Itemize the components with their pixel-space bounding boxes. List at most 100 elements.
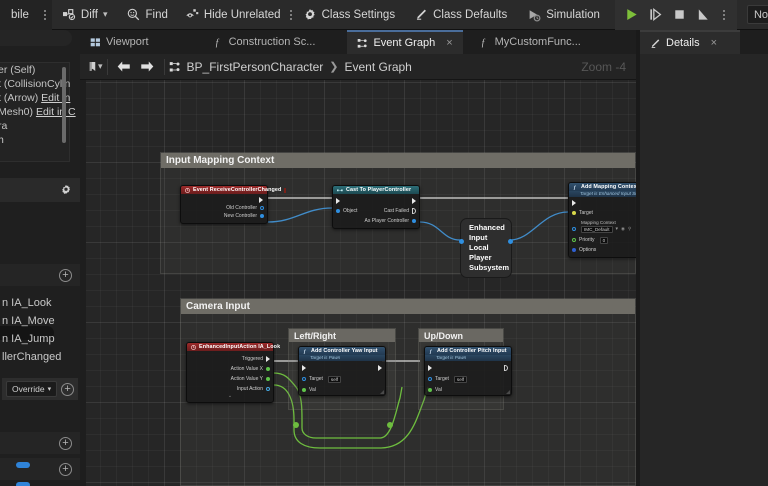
breadcrumb-leaf[interactable]: Event Graph — [344, 60, 411, 74]
pin-action-value-x[interactable]: Action Value X — [190, 365, 270, 373]
hide-unrelated-kebab-icon[interactable] — [290, 0, 292, 30]
pin-input-action[interactable]: Input Action — [190, 385, 270, 393]
back-button[interactable] — [112, 54, 136, 80]
pin-cast-failed[interactable]: Cast Failed — [384, 207, 416, 215]
find-button[interactable]: Find — [118, 0, 176, 30]
plus-circle-icon[interactable]: + — [59, 463, 72, 476]
exec-pin-in-icon[interactable] — [302, 365, 306, 371]
simulation-button[interactable]: Simulation — [518, 0, 609, 30]
node-event-receive-controller-changed[interactable]: Event ReceiveControllerChanged Old Contr… — [180, 185, 268, 224]
pin-action-value-y[interactable]: Action Value Y — [190, 375, 270, 383]
forward-button[interactable] — [136, 54, 160, 80]
search-icon[interactable]: ⚲ — [628, 226, 631, 232]
object-pin-icon — [336, 209, 340, 213]
priority-value[interactable]: 0 — [600, 237, 609, 244]
mapping-context-value[interactable]: IMC_Default — [581, 226, 613, 233]
exec-pin-in-icon[interactable] — [336, 198, 340, 204]
pin-target[interactable]: Target self — [302, 375, 382, 383]
tab-my-custom-function[interactable]: f MyCustomFunc... — [469, 30, 591, 54]
node-expander-icon[interactable]: ⌄ — [190, 393, 270, 399]
class-defaults-button[interactable]: Class Defaults — [406, 0, 516, 30]
exec-pin-out-icon[interactable] — [412, 198, 416, 204]
stop-button[interactable] — [669, 4, 691, 26]
pin-triggered[interactable]: Triggered — [190, 355, 270, 363]
breadcrumb-root[interactable]: BP_FirstPersonCharacter — [187, 60, 324, 74]
gear-icon[interactable] — [60, 184, 72, 196]
node-enhanced-input-local-player-subsystem[interactable]: Enhanced Input Local Player Subsystem — [460, 218, 512, 278]
node-resize-handle[interactable] — [506, 390, 510, 394]
tree-row[interactable]: Mesh0) Edit in C — [0, 105, 69, 119]
tab-details-close-icon[interactable]: × — [711, 37, 717, 49]
pin-label: Target — [309, 376, 323, 382]
variable-pill[interactable] — [16, 462, 30, 468]
event-list-item[interactable]: n IA_Look — [0, 294, 80, 312]
left-panel-rounded-field[interactable] — [0, 30, 72, 46]
pin-val[interactable]: Val — [302, 386, 382, 394]
add-variable-row[interactable]: + — [0, 432, 80, 454]
play-button[interactable] — [621, 4, 643, 26]
pin-exec-in[interactable] — [572, 199, 636, 207]
hide-unrelated-button[interactable]: Hide Unrelated — [177, 0, 290, 30]
tab-event-graph[interactable]: Event Graph × — [347, 30, 462, 54]
tree-row[interactable]: t (CollisionCylin — [0, 77, 69, 91]
pin-val[interactable]: Val — [428, 386, 508, 394]
node-add-controller-yaw-input[interactable]: f Add Controller Yaw Input Target is Paw… — [298, 346, 386, 396]
pin-old-controller[interactable]: Old Controller — [184, 204, 264, 212]
pin-exec-out[interactable] — [184, 196, 264, 204]
node-cast-to-player-controller[interactable]: Cast To PlayerController Object Cast Fai… — [332, 185, 420, 229]
plus-circle-icon[interactable]: + — [59, 437, 72, 450]
pin-mapping-context[interactable]: Mapping Context IMC_Default ▾ ◉ ⚲ — [572, 220, 636, 233]
browse-icon[interactable]: ◉ — [621, 226, 625, 232]
pin-priority[interactable]: Priority 0 — [572, 236, 636, 244]
tree-row[interactable]: ra — [0, 119, 69, 133]
node-resize-handle[interactable] — [380, 390, 384, 394]
step-button[interactable] — [645, 4, 667, 26]
int-pin-icon — [572, 238, 576, 242]
debug-object-selector[interactable]: No debug object select — [747, 5, 768, 24]
pin-target[interactable]: Target self — [428, 375, 508, 383]
object-pin-out-icon[interactable] — [508, 239, 513, 244]
node-add-mapping-context[interactable]: f Add Mapping Context Target is Enhanced… — [568, 182, 636, 258]
node-enhanced-input-action-ia-look[interactable]: EnhancedInputAction IA_Look Triggered Ac… — [186, 342, 274, 403]
diff-chevron-down-icon[interactable]: ▾ — [103, 9, 108, 20]
components-tree-scrollbar[interactable] — [62, 67, 66, 143]
override-dropdown[interactable]: Override ▾ — [6, 381, 57, 397]
tab-event-graph-close-icon[interactable]: × — [446, 37, 452, 49]
event-list-item[interactable]: n IA_Move — [0, 312, 80, 330]
node-body: Triggered Action Value X Action Value Y … — [187, 351, 273, 402]
eject-button[interactable] — [693, 4, 715, 26]
exec-pin-out-icon[interactable] — [504, 365, 508, 371]
override-add-icon[interactable]: + — [61, 383, 74, 396]
bookmark-chevron-down-icon[interactable]: ▾ — [98, 61, 103, 72]
event-list-item[interactable]: llerChanged — [0, 348, 80, 366]
plus-circle-icon[interactable]: + — [59, 269, 72, 282]
pin-as-player-controller[interactable]: As Player Controller — [336, 217, 416, 225]
add-event-row[interactable]: + — [0, 264, 80, 286]
node-stop-icon[interactable] — [284, 188, 286, 193]
diff-button[interactable]: Diff ▾ — [54, 0, 117, 30]
exec-pin-in-icon[interactable] — [428, 365, 432, 371]
tree-row[interactable]: er (Self) — [0, 63, 69, 77]
transport-kebab-icon[interactable] — [717, 0, 731, 30]
tree-row[interactable]: h — [0, 133, 69, 147]
object-pin-in-icon[interactable] — [459, 239, 464, 244]
pin-options[interactable]: Options — [572, 246, 636, 254]
event-list-item[interactable]: n IA_Jump — [0, 330, 80, 348]
variable-pill[interactable] — [16, 482, 30, 486]
mapping-context-value-row[interactable]: IMC_Default ▾ ◉ ⚲ — [572, 225, 636, 233]
tree-row[interactable]: t (Arrow) Edit in — [0, 91, 69, 105]
node-add-controller-pitch-input[interactable]: f Add Controller Pitch Input Target is P… — [424, 346, 512, 396]
pin-object-in[interactable]: Object — [336, 207, 357, 215]
event-graph-canvas[interactable]: Input Mapping Context Event ReceiveContr… — [80, 80, 636, 486]
pin-new-controller[interactable]: New Controller — [184, 212, 264, 220]
tab-details[interactable]: Details × — [640, 30, 740, 54]
dropdown-chevron-icon[interactable]: ▾ — [616, 226, 619, 232]
tab-viewport[interactable]: Viewport — [80, 30, 159, 54]
tab-construction-script[interactable]: f Construction Sc... — [203, 30, 326, 54]
add-macro-row[interactable]: + — [0, 458, 80, 480]
class-settings-button[interactable]: Class Settings — [294, 0, 405, 30]
exec-pin-out-icon[interactable] — [378, 365, 382, 371]
tree-row-link[interactable]: Edit in C — [36, 106, 76, 118]
toolbar-left-kebab-icon[interactable] — [38, 0, 52, 30]
pin-target[interactable]: Target — [572, 209, 636, 217]
